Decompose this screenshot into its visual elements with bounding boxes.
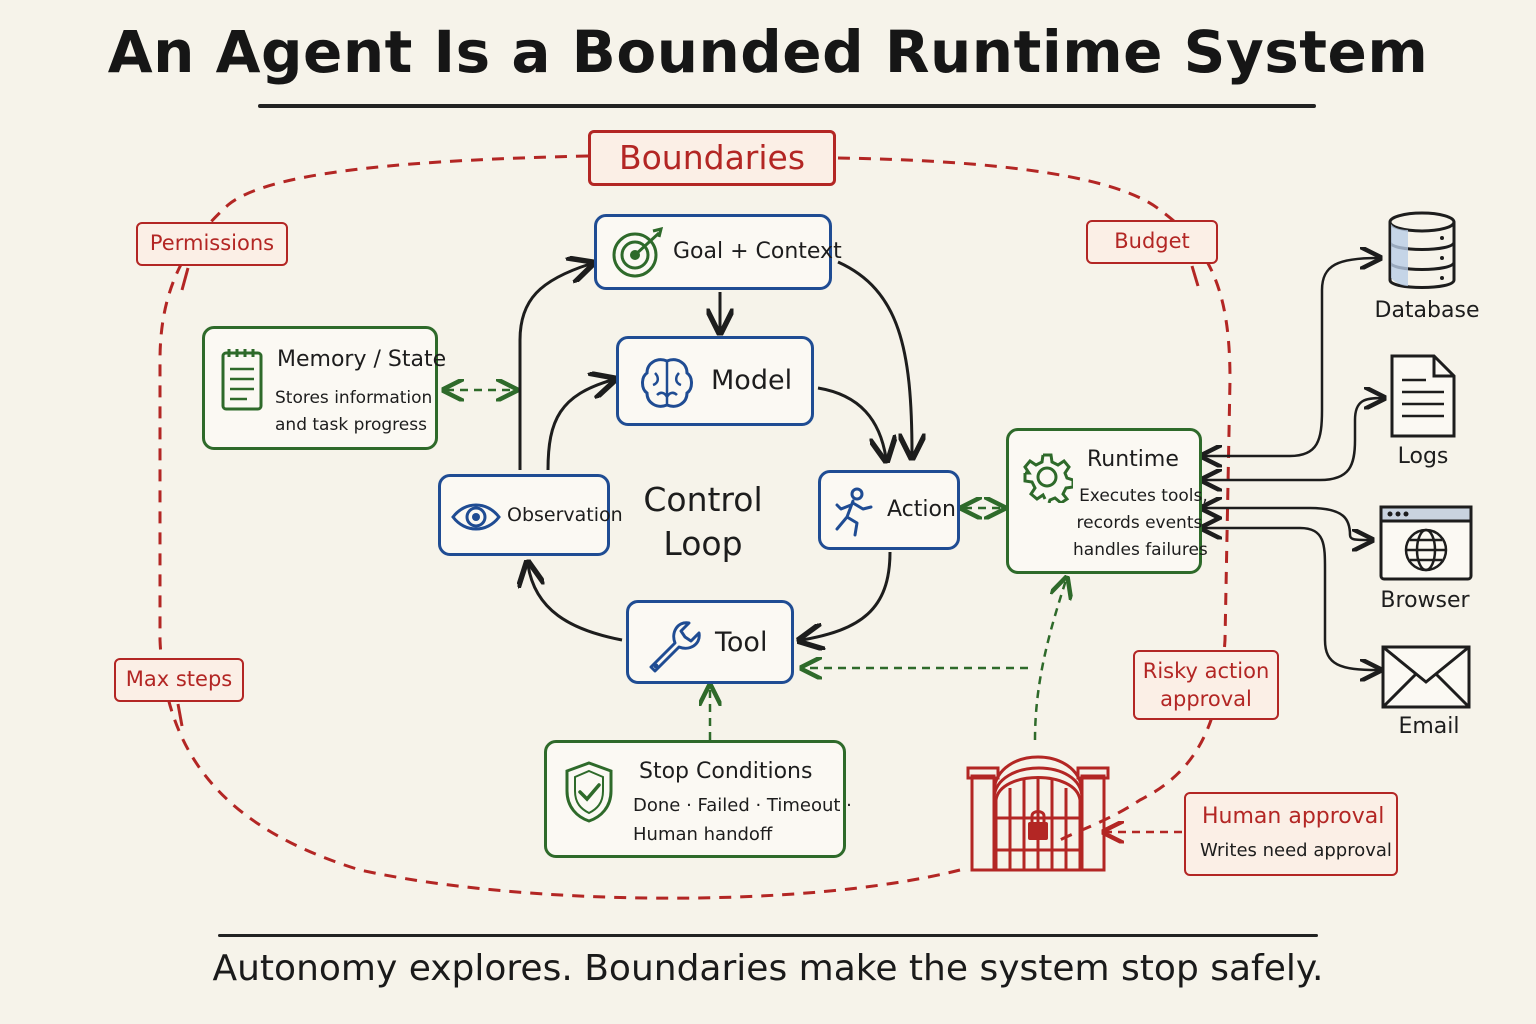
human-approval-desc: Writes need approval bbox=[1200, 840, 1392, 861]
locked-gate-icon bbox=[966, 755, 1110, 872]
browser-label: Browser bbox=[1380, 588, 1470, 613]
boundary-line bbox=[837, 156, 1232, 842]
link-runtime-logs bbox=[1204, 398, 1382, 480]
control-loop-label: Control Loop bbox=[638, 478, 768, 566]
control-loop-line1: Control bbox=[643, 480, 763, 519]
control-loop-line2: Loop bbox=[663, 524, 743, 563]
database-label: Database bbox=[1374, 298, 1480, 323]
runtime-desc-line3: handles failures bbox=[1073, 540, 1208, 560]
human-approval-title: Human approval bbox=[1202, 804, 1385, 829]
running-person-icon bbox=[835, 487, 873, 537]
eye-icon bbox=[451, 503, 501, 531]
page-title: An Agent Is a Bounded Runtime System bbox=[107, 18, 1429, 86]
email-label: Email bbox=[1398, 714, 1460, 739]
runtime-box: Runtime Executes tools, records events, … bbox=[1006, 428, 1208, 574]
observation-box: Observation bbox=[438, 474, 623, 556]
risky-action-tag: Risky action approval bbox=[1133, 650, 1279, 720]
stop-conditions-desc-line2: Human handoff bbox=[633, 824, 773, 845]
link-gate-runtime bbox=[1033, 580, 1066, 741]
memory-state-desc-line1: Stores information bbox=[275, 388, 433, 408]
tool-label: Tool bbox=[715, 627, 768, 658]
runtime-desc-line2: records events, bbox=[1076, 513, 1208, 533]
memory-state-desc: Stores information and task progress bbox=[275, 385, 432, 439]
boundaries-label: Boundaries bbox=[588, 130, 836, 186]
log-file-icon bbox=[1390, 354, 1456, 438]
database-icon bbox=[1388, 211, 1456, 289]
email-envelope-icon bbox=[1381, 645, 1471, 709]
browser-globe-icon bbox=[1379, 505, 1473, 581]
gear-icon bbox=[1023, 453, 1073, 503]
memory-state-desc-line2: and task progress bbox=[275, 415, 427, 435]
runtime-title: Runtime bbox=[1087, 447, 1179, 472]
budget-tag: Budget bbox=[1086, 220, 1218, 264]
human-approval-box: Human approval Writes need approval bbox=[1184, 792, 1398, 876]
notepad-icon bbox=[221, 349, 263, 411]
arrow-model-to-action bbox=[817, 386, 886, 458]
memory-state-title: Memory / State bbox=[277, 347, 447, 372]
stop-conditions-box: Stop Conditions Done · Failed · Timeout … bbox=[544, 740, 852, 858]
brain-icon bbox=[641, 358, 693, 408]
title-underline bbox=[258, 104, 1316, 108]
max-steps-tag: Max steps bbox=[114, 658, 244, 702]
arrow-tool-to-observation bbox=[528, 565, 623, 642]
memory-state-box: Memory / State Stores information and ta… bbox=[202, 326, 446, 450]
stop-conditions-desc: Done · Failed · Timeout · Human handoff bbox=[633, 791, 852, 849]
target-icon bbox=[612, 227, 664, 278]
wrench-icon bbox=[649, 621, 701, 673]
permissions-tag: Permissions bbox=[136, 222, 288, 266]
tool-box: Tool bbox=[626, 600, 794, 684]
shield-check-icon bbox=[565, 761, 613, 823]
goal-context-box: Goal + Context bbox=[594, 214, 842, 290]
model-box: Model bbox=[616, 336, 814, 426]
footer-divider bbox=[218, 934, 1318, 937]
stop-conditions-desc-line1: Done · Failed · Timeout · bbox=[633, 795, 852, 816]
action-box: Action bbox=[818, 470, 960, 550]
goal-context-label: Goal + Context bbox=[673, 239, 842, 264]
risky-action-line1: Risky action bbox=[1142, 659, 1270, 683]
logs-label: Logs bbox=[1397, 444, 1449, 469]
arrow-observation-to-model bbox=[546, 380, 612, 471]
arrow-observation-to-goal bbox=[518, 264, 590, 470]
runtime-desc-line1: Executes tools, bbox=[1079, 486, 1208, 506]
footer-tagline: Autonomy explores. Boundaries make the s… bbox=[212, 948, 1324, 989]
risky-action-line2: approval bbox=[1160, 687, 1252, 711]
link-runtime-email bbox=[1204, 528, 1378, 670]
action-label: Action bbox=[887, 497, 956, 522]
arrow-goal-to-action bbox=[837, 260, 912, 455]
observation-label: Observation bbox=[507, 504, 623, 526]
runtime-desc: Executes tools, records events, handles … bbox=[1073, 483, 1208, 564]
arrow-action-to-tool bbox=[802, 551, 892, 640]
stop-conditions-title: Stop Conditions bbox=[639, 759, 813, 784]
model-label: Model bbox=[711, 365, 793, 396]
